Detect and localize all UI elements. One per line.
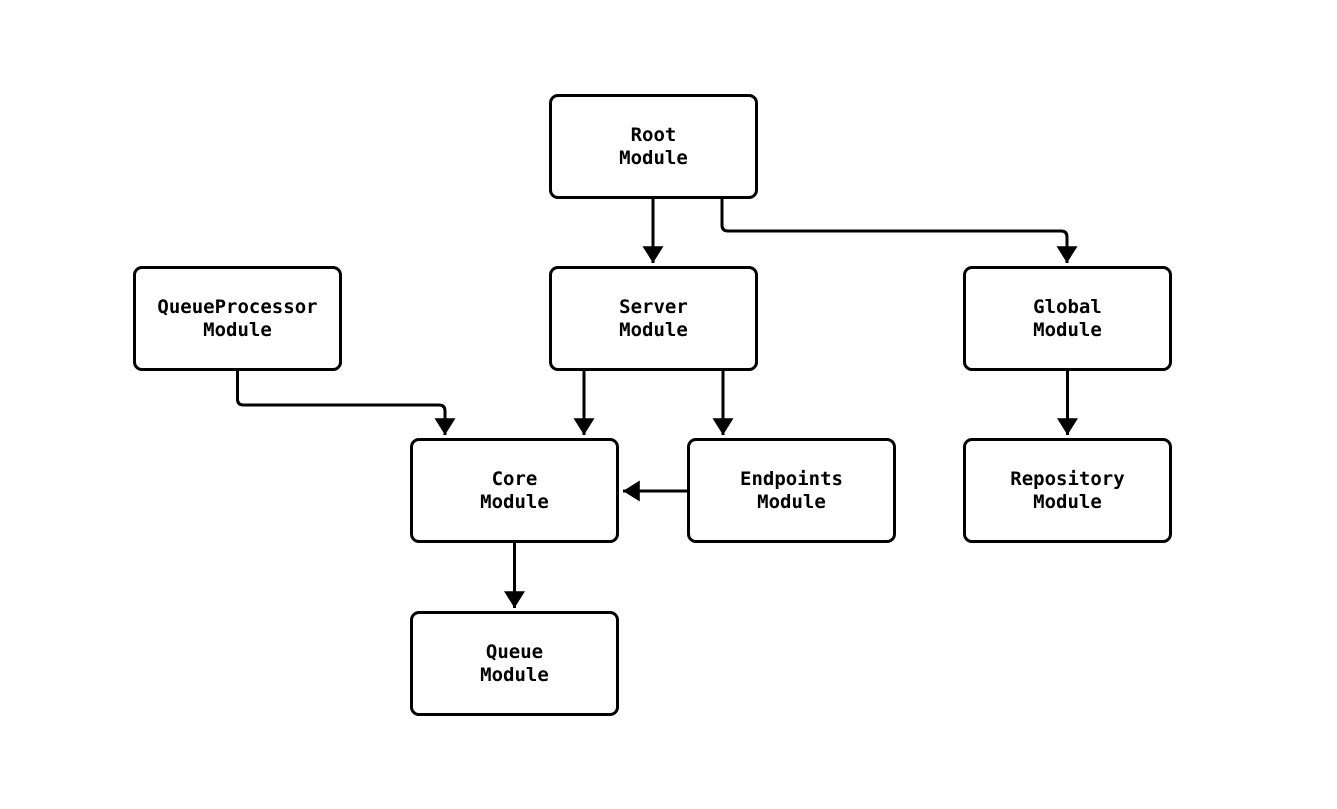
node-repository-module: Repository Module (963, 438, 1172, 543)
edge-root-to-global (720, 198, 1078, 263)
node-server-module: Server Module (549, 266, 758, 371)
node-queue-module: Queue Module (410, 611, 619, 716)
node-core-module: Core Module (410, 438, 619, 543)
edge-queueprocessor-to-core (236, 371, 456, 435)
node-root-module: Root Module (549, 94, 758, 199)
node-queueprocessor-module: QueueProcessor Module (133, 266, 342, 371)
node-global-module: Global Module (963, 266, 1172, 371)
node-endpoints-module: Endpoints Module (687, 438, 896, 543)
